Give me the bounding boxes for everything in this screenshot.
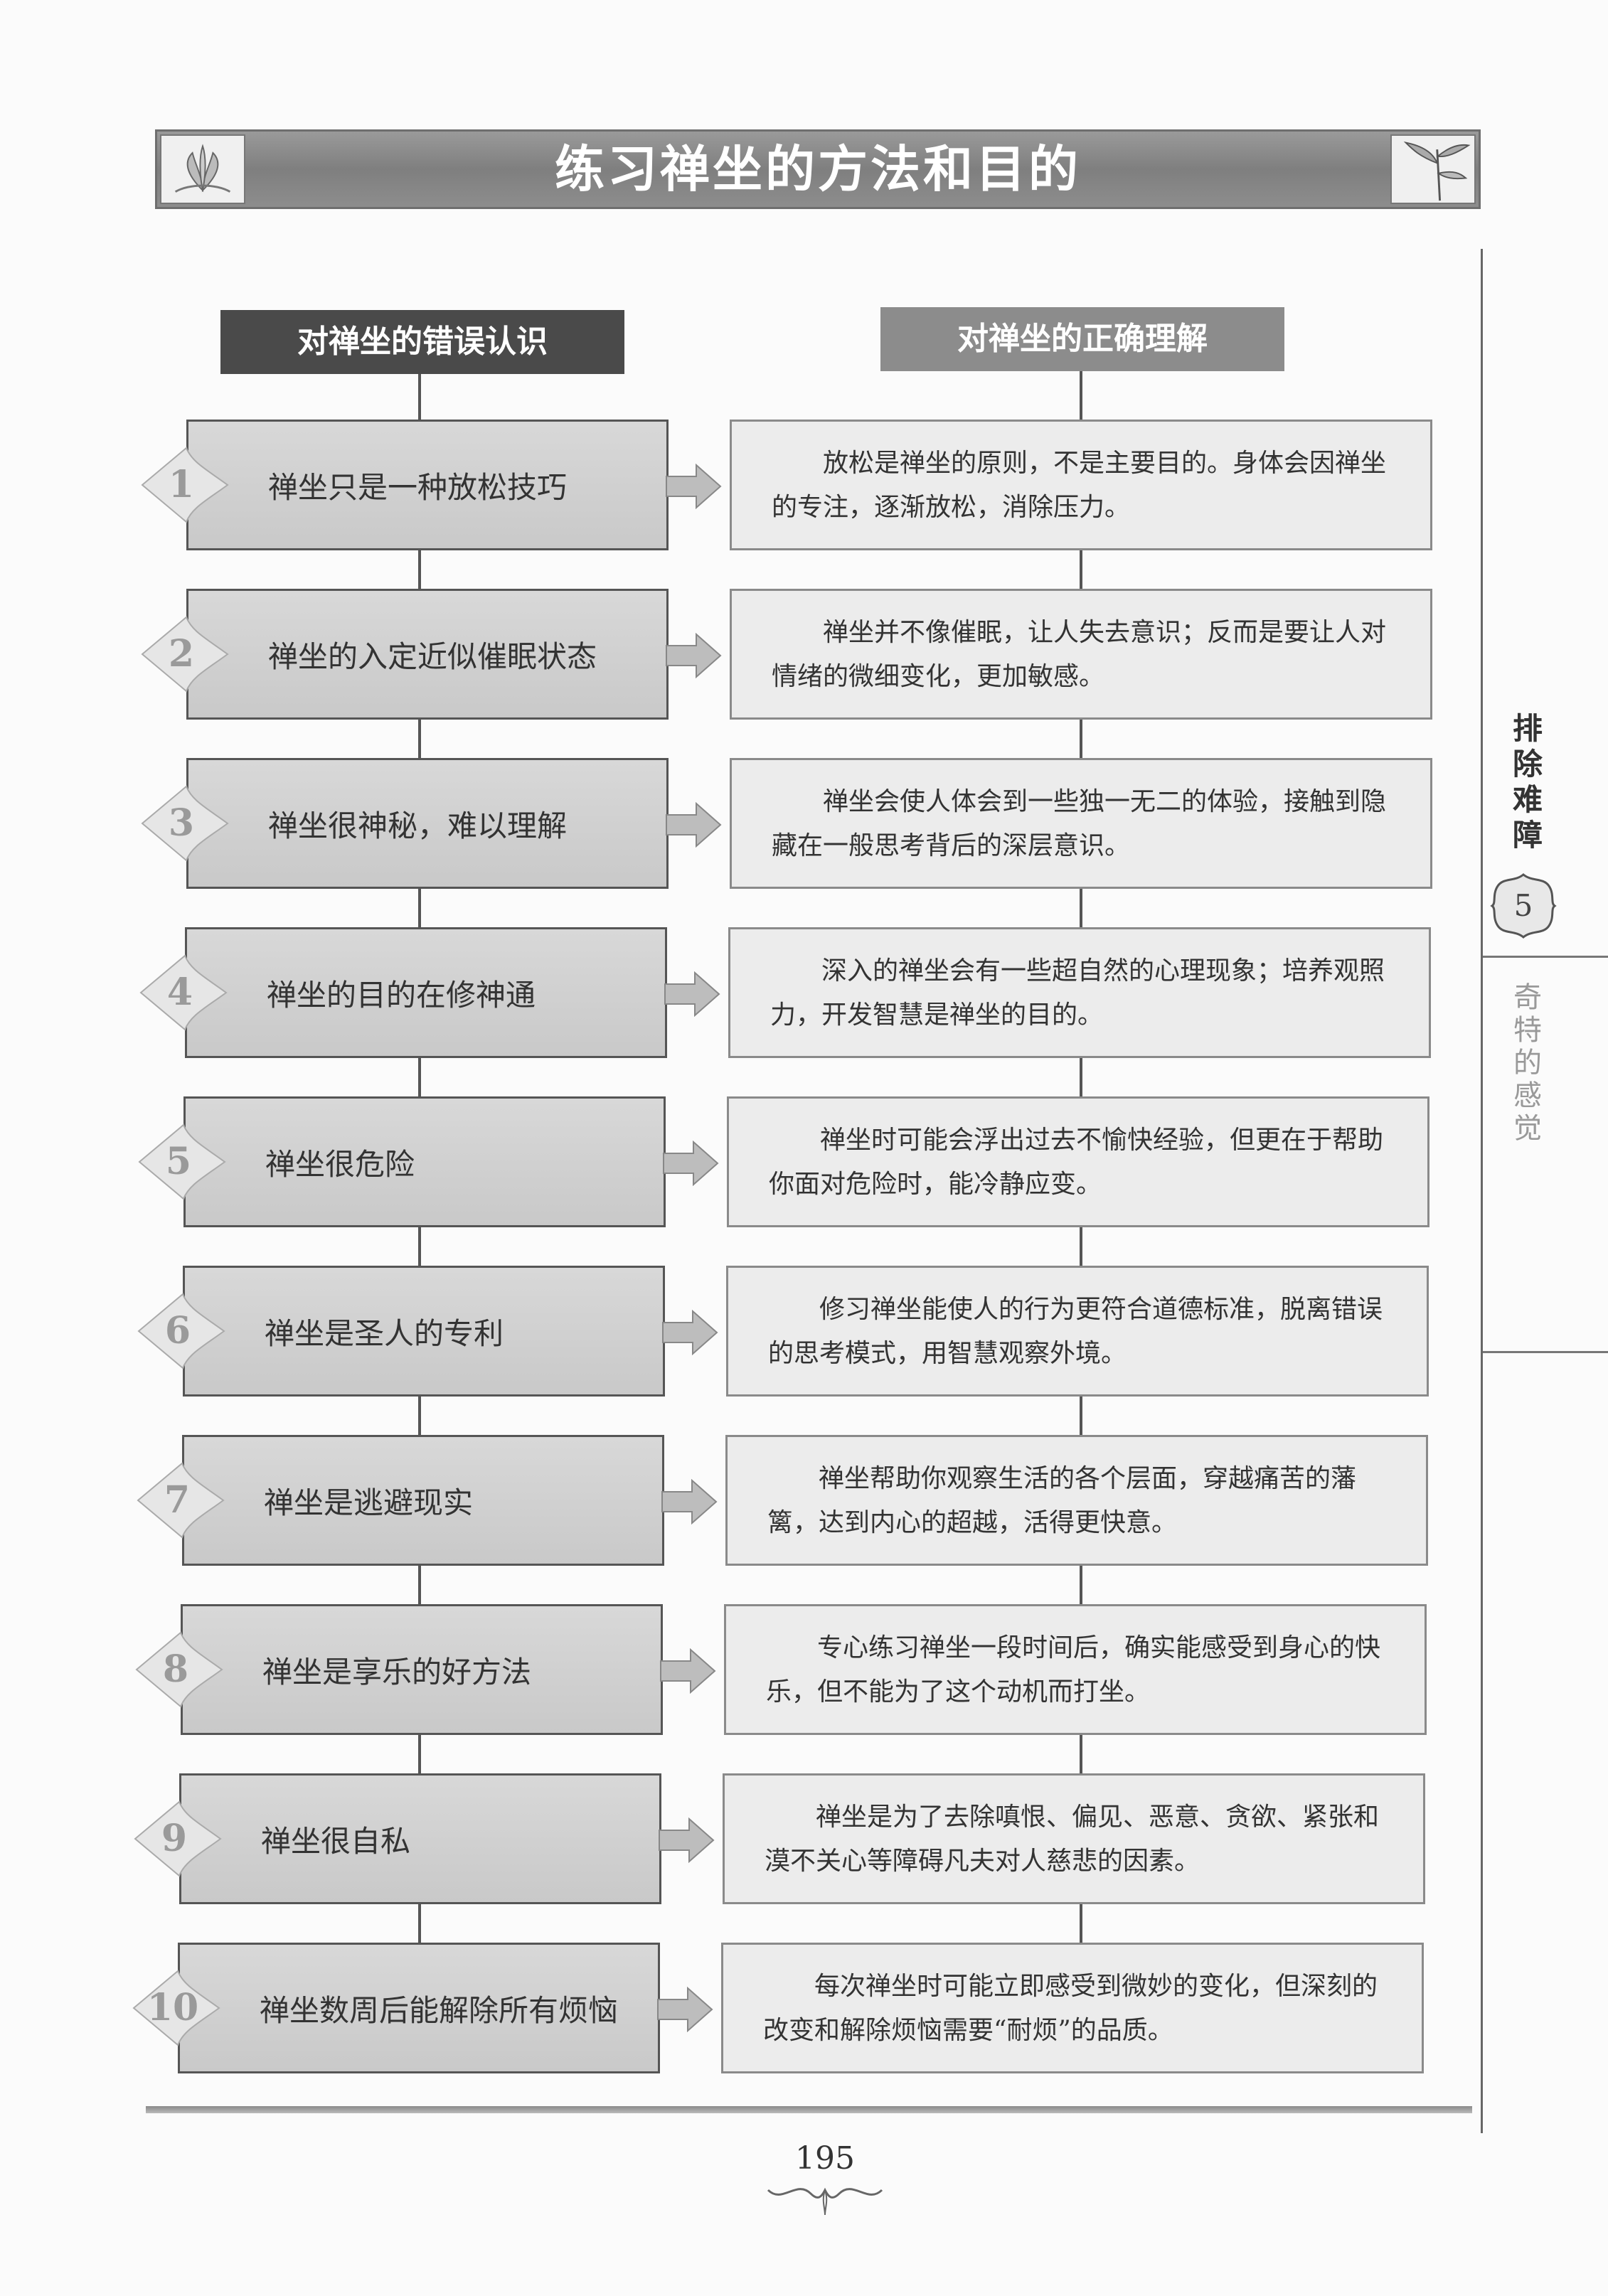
misconception-box: 禅坐很神秘，难以理解 [186,758,669,889]
misconception-text: 禅坐是逃避现实 [264,1485,474,1520]
arrow-right-icon [659,1648,716,1694]
chapter-badge-icon [1489,872,1558,940]
arrow-right-icon [664,971,720,1018]
row-number: 8 [162,1648,189,1691]
arrow-right-icon [665,801,722,848]
number-badge-icon [129,1604,229,1735]
row-number: 10 [147,1986,199,2029]
misconception-text: 禅坐的目的在修神通 [267,977,536,1013]
arrow-right-icon [665,463,722,510]
table-row: 禅坐的入定近似催眠状态 2 禅坐并不像催眠，让人失去意识；反而是要让人对情绪的微细变… [0,589,1608,720]
section-tab: 奇特的感觉 [1513,981,1542,1145]
title-banner: 练习禅坐的方法和目的 [155,129,1481,209]
number-badge-icon [127,1943,226,2073]
number-badge-icon [134,927,233,1058]
misconception-text: 禅坐很自私 [261,1823,411,1859]
row-number: 9 [161,1817,188,1860]
chapter-number: 5 [1513,888,1533,923]
number-badge-icon [132,1266,231,1397]
misconception-text: 禅坐很危险 [265,1146,415,1182]
arrow-right-icon [661,1309,718,1356]
number-badge-icon [131,1435,230,1566]
explanation-box: 禅坐帮助你观察生活的各个层面，穿越痛苦的藩篱，达到内心的超越，活得更快意。 [725,1435,1428,1566]
misconception-text: 禅坐的入定近似催眠状态 [268,639,597,674]
misconception-text: 禅坐只是一种放松技巧 [268,469,568,505]
explanation-box: 放松是禅坐的原则，不是主要目的。身体会因禅坐的专注，逐渐放松，消除压力。 [730,420,1432,550]
side-divider [1483,1351,1608,1353]
explanation-box: 禅坐会使人体会到一些独一无二的体验，接触到隐藏在一般思考背后的深层意识。 [730,758,1432,889]
misconception-box: 禅坐很自私 [179,1773,661,1904]
explanation-box: 深入的禅坐会有一些超自然的心理现象；培养观照力，开发智慧是禅坐的目的。 [728,927,1431,1058]
explanation-box: 禅坐时可能会浮出过去不愉快经验，但更在于帮助你面对危险时，能冷静应变。 [727,1096,1429,1227]
explanation-text: 每次禅坐时可能立即感受到微妙的变化，但深刻的改变和解除烦恼需要“耐烦”的品质。 [763,1972,1378,2045]
misconception-box: 禅坐是逃避现实 [182,1435,664,1566]
explanation-box: 每次禅坐时可能立即感受到微妙的变化，但深刻的改变和解除烦恼需要“耐烦”的品质。 [721,1943,1424,2073]
table-row: 禅坐是享乐的好方法 8 专心练习禅坐一段时间后，确实能感受到身心的快乐，但不能为了这… [0,1604,1602,1735]
row-number: 7 [164,1478,191,1522]
arrow-right-icon [662,1140,719,1187]
misconception-box: 禅坐的目的在修神通 [185,927,667,1058]
misconception-box: 禅坐是享乐的好方法 [181,1604,663,1735]
table-row: 禅坐是逃避现实 7 禅坐帮助你观察生活的各个层面，穿越痛苦的藩篱，达到内心的超越，活… [0,1435,1604,1566]
number-badge-icon [135,420,235,550]
misconception-text: 禅坐很神秘，难以理解 [268,808,568,843]
explanation-text: 禅坐帮助你观察生活的各个层面，穿越痛苦的藩篱，达到内心的超越，活得更快意。 [767,1464,1357,1537]
number-badge-icon [135,758,235,889]
table-row: 禅坐很神秘，难以理解 3 禅坐会使人体会到一些独一无二的体验，接触到隐藏在一般思考背… [0,758,1608,889]
row-number: 3 [168,801,195,845]
misconception-box: 禅坐的入定近似催眠状态 [186,589,669,720]
row-number: 2 [168,632,195,676]
number-badge-icon [128,1773,228,1904]
explanation-text: 专心练习禅坐一段时间后，确实能感受到身心的快乐，但不能为了这个动机而打坐。 [766,1633,1381,1707]
side-rule [1481,249,1483,2133]
explanation-text: 禅坐时可能会浮出过去不愉快经验，但更在于帮助你面对危险时，能冷静应变。 [769,1126,1384,1199]
misconception-box: 禅坐是圣人的专利 [183,1266,665,1397]
misconception-text: 禅坐数周后能解除所有烦恼 [260,1992,619,2028]
explanation-text: 禅坐是为了去除嗔恨、偏见、恶意、贪欲、紧张和漠不关心等障碍凡夫对人慈悲的因素。 [765,1803,1380,1876]
table-row: 禅坐是圣人的专利 6 修习禅坐能使人的行为更符合道德标准，脱离错误的思考模式，用智慧… [0,1266,1604,1397]
misconception-box: 禅坐数周后能解除所有烦恼 [178,1943,660,2073]
explanation-box: 修习禅坐能使人的行为更符合道德标准，脱离错误的思考模式，用智慧观察外境。 [726,1266,1429,1397]
misconception-text: 禅坐是享乐的好方法 [262,1654,532,1689]
bottom-rule [146,2106,1472,2113]
chapter-tab: 排除难障 [1512,711,1543,853]
table-row: 禅坐很危险 5 禅坐时可能会浮出过去不愉快经验，但更在于帮助你面对危险时，能冷静应变… [0,1096,1605,1227]
row-number: 5 [165,1140,192,1183]
table-row: 禅坐只是一种放松技巧 1 放松是禅坐的原则，不是主要目的。身体会因禅坐的专注，逐渐放… [0,420,1608,550]
misconception-text: 禅坐是圣人的专利 [265,1315,504,1351]
explanation-box: 禅坐并不像催眠，让人失去意识；反而是要让人对情绪的微细变化，更加敏感。 [730,589,1432,720]
explanation-text: 禅坐会使人体会到一些独一无二的体验，接触到隐藏在一般思考背后的深层意识。 [772,787,1387,860]
side-divider [1483,956,1608,958]
wrong-header: 对禅坐的错误认识 [220,310,624,374]
explanation-box: 禅坐是为了去除嗔恨、偏见、恶意、贪欲、紧张和漠不关心等障碍凡夫对人慈悲的因素。 [723,1773,1425,1904]
explanation-text: 修习禅坐能使人的行为更符合道德标准，脱离错误的思考模式，用智慧观察外境。 [768,1295,1383,1368]
table-row: 禅坐的目的在修神通 4 深入的禅坐会有一些超自然的心理现象；培养观照力，开发智慧是禅… [0,927,1607,1058]
explanation-text: 放松是禅坐的原则，不是主要目的。身体会因禅坐的专注，逐渐放松，消除压力。 [772,449,1387,522]
row-number: 6 [164,1309,191,1352]
plant-icon [1390,134,1476,204]
explanation-text: 禅坐并不像催眠，让人失去意识；反而是要让人对情绪的微细变化，更加敏感。 [772,618,1387,691]
arrow-right-icon [665,632,722,679]
ornament-icon [754,2176,896,2218]
table-row: 禅坐很自私 9 禅坐是为了去除嗔恨、偏见、恶意、贪欲、紧张和漠不关心等障碍凡夫对人慈… [0,1773,1601,1904]
number-badge-icon [135,589,235,720]
right-header: 对禅坐的正确理解 [880,307,1284,371]
table-row: 禅坐数周后能解除所有烦恼 10 每次禅坐时可能立即感受到微妙的变化，但深刻的改变和解… [0,1943,1599,2073]
page-number: 195 [795,2140,855,2177]
misconception-box: 禅坐只是一种放松技巧 [186,420,669,550]
number-badge-icon [132,1096,232,1227]
page-title: 练习禅坐的方法和目的 [555,140,1081,198]
arrow-right-icon [658,1817,715,1864]
lotus-icon [160,134,245,204]
explanation-box: 专心练习禅坐一段时间后，确实能感受到身心的快乐，但不能为了这个动机而打坐。 [724,1604,1427,1735]
row-number: 4 [166,971,193,1014]
row-number: 1 [168,463,195,506]
arrow-right-icon [661,1478,718,1525]
misconception-box: 禅坐很危险 [183,1096,666,1227]
explanation-text: 深入的禅坐会有一些超自然的心理现象；培养观照力，开发智慧是禅坐的目的。 [770,956,1385,1030]
arrow-right-icon [656,1986,713,2033]
